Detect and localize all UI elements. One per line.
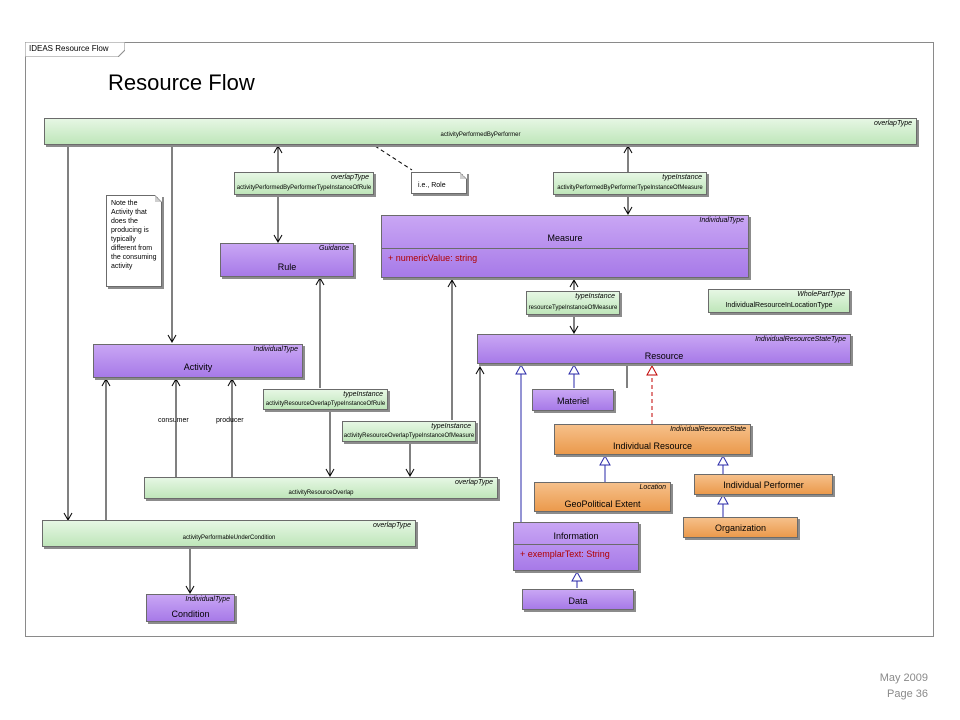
box-name: activityResourceOverlap <box>288 490 354 496</box>
box-stereotype: WholePartType <box>797 291 845 298</box>
box-stereotype: typeInstance <box>343 391 383 398</box>
box-stereotype: Location <box>639 484 666 491</box>
page-title: Resource Flow <box>108 70 255 95</box>
box-name: Activity <box>183 362 213 372</box>
role-note: i.e., Role <box>411 172 467 194</box>
information-class-box[interactable]: Information + exemplarText: String <box>513 522 639 571</box>
box-name: activityPerformedByPerformerTypeInstance… <box>236 185 372 191</box>
box-name: Measure <box>547 233 583 243</box>
footer-page-number: Page 36 <box>887 688 928 700</box>
box-stereotype: typeInstance <box>575 293 615 300</box>
box-name: Organization <box>714 523 767 533</box>
box-stereotype: IndividualType <box>253 346 298 353</box>
box-stereotype: IndividualType <box>185 596 230 603</box>
individual-resource-class-box[interactable]: IndividualResourceState Individual Resou… <box>554 424 751 455</box>
box-stereotype: IndividualType <box>699 217 744 224</box>
attribute-divider <box>382 248 748 249</box>
activity-performable-under-condition-box[interactable]: overlapType activityPerformableUnderCond… <box>42 520 416 547</box>
activity-note-text: Note the Activity that does the producin… <box>111 200 157 270</box>
activity-class-box[interactable]: IndividualType Activity <box>93 344 303 378</box>
box-stereotype: typeInstance <box>662 174 702 181</box>
data-class-box[interactable]: Data <box>522 589 634 610</box>
apbp-instance-of-measure-box[interactable]: typeInstance activityPerformedByPerforme… <box>553 172 707 195</box>
box-stereotype: overlapType <box>873 120 912 127</box>
box-stereotype: Guidance <box>319 245 349 252</box>
resource-class-box[interactable]: IndividualResourceStateType Resource <box>477 334 851 364</box>
box-name: GeoPolitical Extent <box>564 499 641 509</box>
box-name: Resource <box>644 351 684 361</box>
box-stereotype: typeInstance <box>431 423 471 430</box>
organization-class-box[interactable]: Organization <box>683 517 798 538</box>
condition-class-box[interactable]: IndividualType Condition <box>146 594 235 622</box>
apbp-instance-of-rule-box[interactable]: overlapType activityPerformedByPerformer… <box>234 172 374 195</box>
resource-instance-of-measure-box[interactable]: typeInstance resourceTypeInstanceOfMeasu… <box>526 291 620 315</box>
box-name: resourceTypeInstanceOfMeasure <box>528 305 618 311</box>
individual-performer-class-box[interactable]: Individual Performer <box>694 474 833 495</box>
diagram-frame-label: IDEAS Resource Flow <box>29 44 109 53</box>
box-stereotype: IndividualResourceState <box>670 426 746 433</box>
footer-date: May 2009 <box>879 672 928 684</box>
box-name: Individual Performer <box>723 480 804 490</box>
aro-instance-of-measure-box[interactable]: typeInstance activityResourceOverlapType… <box>342 421 476 442</box>
box-name: activityPerformedByPerformer <box>440 132 521 138</box>
attribute-divider <box>514 544 638 545</box>
box-name: activityResourceOverlapTypeInstanceOfMea… <box>343 433 475 439</box>
box-name: IndividualResourceInLocationType <box>725 302 833 309</box>
activity-note: Note the Activity that does the producin… <box>106 195 162 287</box>
box-name: activityResourceOverlapTypeInstanceOfRul… <box>265 401 386 407</box>
box-name: activityPerformableUnderCondition <box>182 535 276 541</box>
box-name: Individual Resource <box>612 441 693 451</box>
box-name: Information <box>553 531 599 541</box>
materiel-class-box[interactable]: Materiel <box>532 389 614 411</box>
activity-performed-by-performer-box[interactable]: overlapType activityPerformedByPerformer <box>44 118 917 145</box>
aro-instance-of-rule-box[interactable]: typeInstance activityResourceOverlapType… <box>263 389 388 410</box>
box-name: Materiel <box>556 396 589 406</box>
geopolitical-extent-class-box[interactable]: Location GeoPolitical Extent <box>534 482 671 512</box>
activity-resource-overlap-box[interactable]: overlapType activityResourceOverlap <box>144 477 498 499</box>
measure-attribute: + numericValue: string <box>388 253 478 263</box>
box-stereotype: overlapType <box>330 174 369 181</box>
box-name: activityPerformedByPerformerTypeInstance… <box>557 185 703 191</box>
box-stereotype: IndividualResourceStateType <box>755 336 846 343</box>
diagram-frame <box>25 42 934 637</box>
box-stereotype: overlapType <box>372 522 411 529</box>
box-name: Condition <box>171 609 210 619</box>
box-name: Data <box>568 596 588 606</box>
consumer-role-label: consumer <box>158 417 189 424</box>
diagram-frame-tab <box>25 42 125 57</box>
whole-part-box[interactable]: WholePartType IndividualResourceInLocati… <box>708 289 850 313</box>
rule-class-box[interactable]: Guidance Rule <box>220 243 354 277</box>
role-note-text: i.e., Role <box>418 182 446 189</box>
box-name: Rule <box>277 262 297 272</box>
information-attribute: + exemplarText: String <box>520 549 610 559</box>
box-stereotype: overlapType <box>454 479 493 486</box>
measure-class-box[interactable]: IndividualType Measure + numericValue: s… <box>381 215 749 278</box>
producer-role-label: producer <box>216 417 244 424</box>
